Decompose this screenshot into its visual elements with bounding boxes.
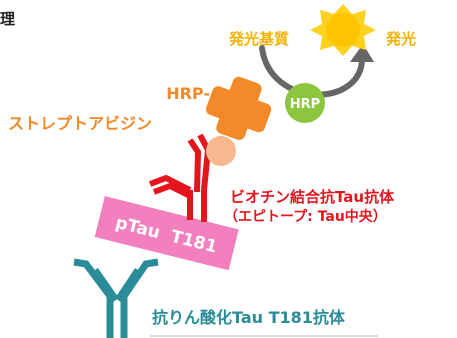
arrow-head-icon: [350, 44, 374, 62]
biotin-icon: [206, 136, 236, 166]
substrate-label: 発光基質: [229, 30, 290, 48]
streptavidin-icon: [206, 76, 272, 140]
hrp-icon: [285, 83, 325, 123]
biotin-antibody-label-line2: （エピトープ: Tau中央）: [224, 209, 387, 225]
biotin-anti-tau-antibody: [148, 133, 212, 222]
anti-phospho-tau-antibody: [73, 258, 159, 338]
title-fragment: 理: [0, 10, 16, 28]
light-label: 発光: [386, 30, 417, 48]
sun-icon: [310, 4, 376, 56]
biotin-antibody-label-line1: ビオチン結合抗Tau抗体: [230, 188, 395, 206]
hrp-molecule-label: HRP: [290, 97, 320, 112]
phospho-antibody-label: 抗りん酸化Tau T181抗体: [152, 308, 345, 327]
hrp-streptavidin-label-line1: HRP-: [166, 84, 210, 103]
hrp-streptavidin-label-line2: ストレプトアビジン: [8, 114, 153, 133]
ptau-t181-fragment: pTau T181: [94, 196, 239, 271]
